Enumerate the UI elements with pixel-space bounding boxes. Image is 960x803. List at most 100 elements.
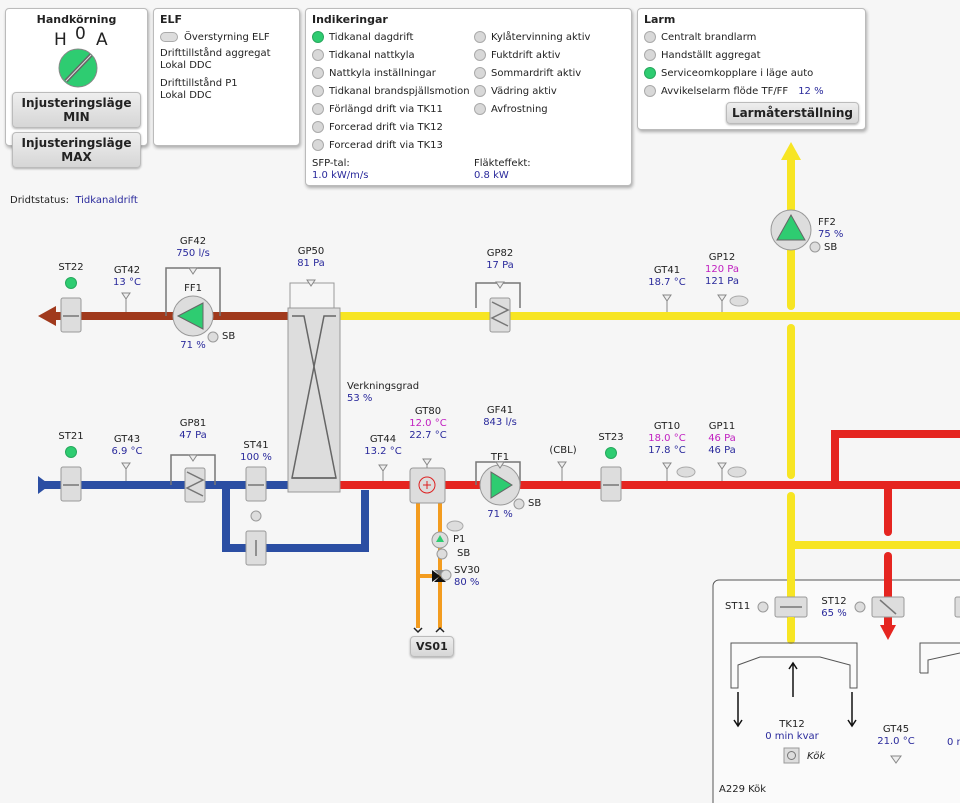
ff2-label: FF2 <box>818 217 836 228</box>
sv30-value: 80 % <box>454 577 480 588</box>
indicator-label: Tidkanal nattkyla <box>329 49 415 61</box>
gp81-label: GP81 <box>179 418 207 429</box>
gt44-label: GT44 <box>369 434 397 445</box>
gp12-value: 121 Pa <box>705 276 739 287</box>
indicator-item: Forcerad drift via TK13 <box>312 136 474 154</box>
alarm-label: Serviceomkopplare i läge auto <box>661 67 814 79</box>
gp11-label: GP11 <box>708 421 736 432</box>
gt80-setpoint: 12.0 °C <box>409 418 447 429</box>
indicator-item: Vädring aktiv <box>474 82 590 100</box>
status-led-icon <box>644 67 656 79</box>
driftstatus-label: Dridtstatus: <box>10 195 69 206</box>
indicator-item: Tidkanal brandspjällsmotion <box>312 82 474 100</box>
status-led-icon <box>312 31 324 43</box>
ff1-sb-label: SB <box>222 331 236 342</box>
indicator-label: Forcerad drift via TK12 <box>329 121 443 133</box>
gp12-label: GP12 <box>708 252 736 263</box>
gt44-value: 13.2 °C <box>364 446 402 457</box>
status-led-icon <box>474 49 486 61</box>
injustering-max-button[interactable]: Injusteringsläge MAX <box>12 132 141 168</box>
gt45-label: GT45 <box>882 724 910 735</box>
supply-branch <box>831 430 960 485</box>
p1-sb-label: SB <box>457 548 471 559</box>
status-led-icon <box>644 85 656 97</box>
indikeringar-title: Indikeringar <box>312 13 388 26</box>
indicator-label: Sommardrift aktiv <box>491 67 582 79</box>
gf42-label: GF42 <box>179 236 207 247</box>
hoa-a: A <box>96 30 108 50</box>
alarm-item: Handställt aggregat <box>644 46 859 64</box>
alarm-reset-button[interactable]: Larmåterställning <box>725 102 859 124</box>
indicator-item: Sommardrift aktiv <box>474 64 590 82</box>
status-led-icon <box>474 67 486 79</box>
gp50-label: GP50 <box>297 246 325 257</box>
indicator-item: Förlängd drift via TK11 <box>312 100 474 118</box>
gt42-value: 13 °C <box>113 277 141 288</box>
indicator-label: Tidkanal brandspjällsmotion <box>329 85 470 97</box>
gt45-value: 21.0 °C <box>877 736 915 747</box>
driftstatus-value: Tidkanaldrift <box>75 195 138 206</box>
injustering-min-button[interactable]: Injusteringsläge MIN <box>12 92 141 128</box>
gf41-value: 843 l/s <box>483 417 517 428</box>
supply-down-arrow-icon <box>880 625 896 640</box>
alarm-item: Centralt brandlarm <box>644 28 859 46</box>
gt41-label: GT41 <box>653 265 681 276</box>
st12-value: 65 % <box>821 608 847 619</box>
gp82-label: GP82 <box>486 248 514 259</box>
gt10-label: GT10 <box>653 421 681 432</box>
gp82-value: 17 Pa <box>486 260 514 271</box>
fan-power-label: Fläkteffekt: <box>474 158 531 169</box>
status-led-icon <box>644 31 656 43</box>
pump-p1-icon <box>431 531 449 549</box>
cloud-icon <box>160 32 178 42</box>
elf-state1-value: Lokal DDC <box>160 60 212 71</box>
indicator-item: Fuktdrift aktiv <box>474 46 590 64</box>
elf-panel: ELF Överstyrning ELF Drifttillstånd aggr… <box>153 8 300 146</box>
tf1-value: 71 % <box>487 509 513 520</box>
damper-st12-icon <box>871 596 905 618</box>
hoa-switch[interactable]: H 0 A <box>12 24 141 90</box>
elf-state2-value: Lokal DDC <box>160 90 212 101</box>
gp81-value: 47 Pa <box>179 430 207 441</box>
hoa-h: H <box>54 30 67 50</box>
heat-exchanger-icon <box>287 282 341 493</box>
status-led-icon <box>312 103 324 115</box>
damper-st11-icon <box>774 596 808 618</box>
kitchen-hood-icon <box>730 617 960 689</box>
indicator-label: Nattkyla inställningar <box>329 67 436 79</box>
alarm-item: Serviceomkopplare i läge auto <box>644 64 859 82</box>
damper-st23-icon <box>600 466 622 502</box>
ff1-value: 71 % <box>180 340 206 351</box>
indicator-item: Kylåtervinning aktiv <box>474 28 590 46</box>
status-led-icon <box>312 49 324 61</box>
verkningsgrad-label: Verkningsgrad <box>347 381 420 392</box>
damper-st41-icon <box>245 466 267 502</box>
bypass-duct <box>222 485 369 552</box>
damper-bypass-icon <box>245 530 267 566</box>
vs01-button[interactable]: VS01 <box>410 636 454 657</box>
tk13-value-partial: 0 m <box>947 737 960 748</box>
st41-value: 100 % <box>240 452 272 463</box>
tk12-value: 0 min kvar <box>765 731 819 742</box>
